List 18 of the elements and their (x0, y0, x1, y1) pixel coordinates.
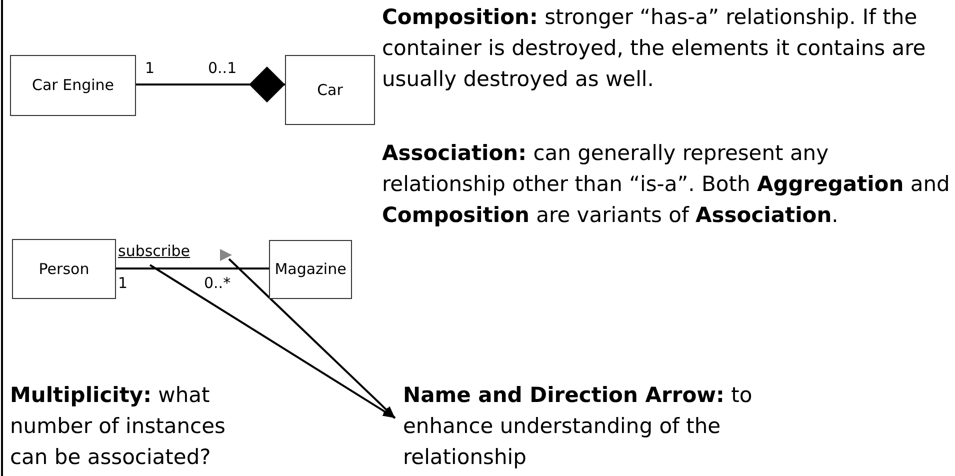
note-text: Association: can generally represent any relationship other than “is-a”. Both Aggregation and Composition are variants of Association. (382, 138, 952, 231)
multiplicity-label: 0..1 (208, 60, 237, 76)
association-line (136, 66, 285, 102)
note-text: Composition: stronger “has-a” relationship. If the container is destroyed, the elements it contains are usually destroyed as well. (382, 2, 952, 95)
class-box: Magazine (269, 240, 352, 299)
multiplicity-label: 0..* (204, 275, 231, 292)
note-text: Multiplicity: what number of instances can be associated? (10, 380, 260, 473)
class-box: Car Engine (10, 55, 136, 116)
leader-line (149, 264, 396, 419)
multiplicity-label: 1 (145, 60, 155, 76)
edge-label: subscribe (118, 243, 190, 260)
class-box: Person (12, 239, 116, 299)
multiplicity-label: 1 (118, 275, 128, 292)
association-line (228, 258, 396, 419)
association-line (116, 268, 269, 270)
direction-arrow (220, 249, 232, 261)
note-text: Name and Direction Arrow: to enhance understanding of the relationship (403, 380, 843, 473)
class-box: Car (285, 55, 375, 125)
